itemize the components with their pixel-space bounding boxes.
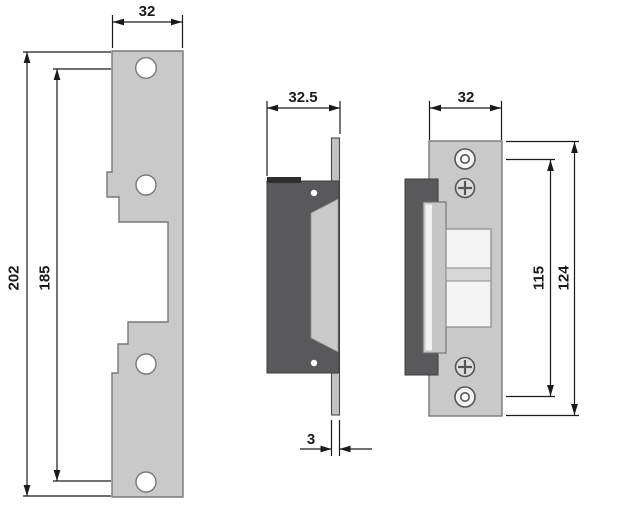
dim-faceplate-thickness-label: 3	[307, 431, 315, 448]
assembled-view: 32 115 124	[404, 89, 579, 417]
screw-hole-top	[134, 57, 157, 80]
screw-hole-upper-middle	[135, 174, 157, 196]
faceplate-outline	[106, 50, 184, 498]
dim-front-width: 32	[111, 3, 184, 48]
pivot-hole-top	[310, 189, 318, 197]
side-view: 32.5 3	[266, 89, 372, 456]
mount-hole-ring-bottom-inner	[459, 391, 470, 402]
phillips-screw-top	[454, 177, 476, 199]
pivot-hole-bottom	[310, 359, 318, 367]
dim-assembled-body-height: 124	[506, 140, 579, 417]
screw-hole-lower-middle	[135, 353, 157, 375]
dim-assembled-inner-height-label: 115	[530, 266, 547, 290]
dim-assembled-body-height-label: 124	[555, 265, 572, 291]
dim-front-overall-height: 202	[5, 51, 111, 497]
latch-ramp	[310, 198, 339, 353]
dim-front-overall-height-label: 202	[5, 265, 22, 290]
body-top-lip	[267, 177, 301, 183]
dim-assembled-width: 32	[428, 89, 503, 140]
dim-assembled-width-label: 32	[458, 89, 475, 106]
dim-front-width-label: 32	[139, 3, 156, 20]
mount-hole-ring-top-inner	[459, 154, 470, 165]
dim-faceplate-thickness: 3	[300, 420, 372, 456]
screw-hole-bottom	[135, 471, 157, 493]
latch-bolt-slot	[445, 267, 492, 282]
dim-side-depth-label: 32.5	[288, 89, 317, 106]
dim-front-hole-spacing-label: 185	[36, 265, 53, 290]
keeper-side-wall-highlight	[425, 204, 432, 351]
front-view: 32 202 185	[5, 3, 184, 498]
dim-side-depth: 32.5	[266, 89, 341, 176]
dim-assembled-inner-height: 115	[506, 158, 555, 398]
dim-front-hole-spacing: 185	[36, 68, 111, 482]
phillips-screw-bottom	[454, 356, 476, 378]
